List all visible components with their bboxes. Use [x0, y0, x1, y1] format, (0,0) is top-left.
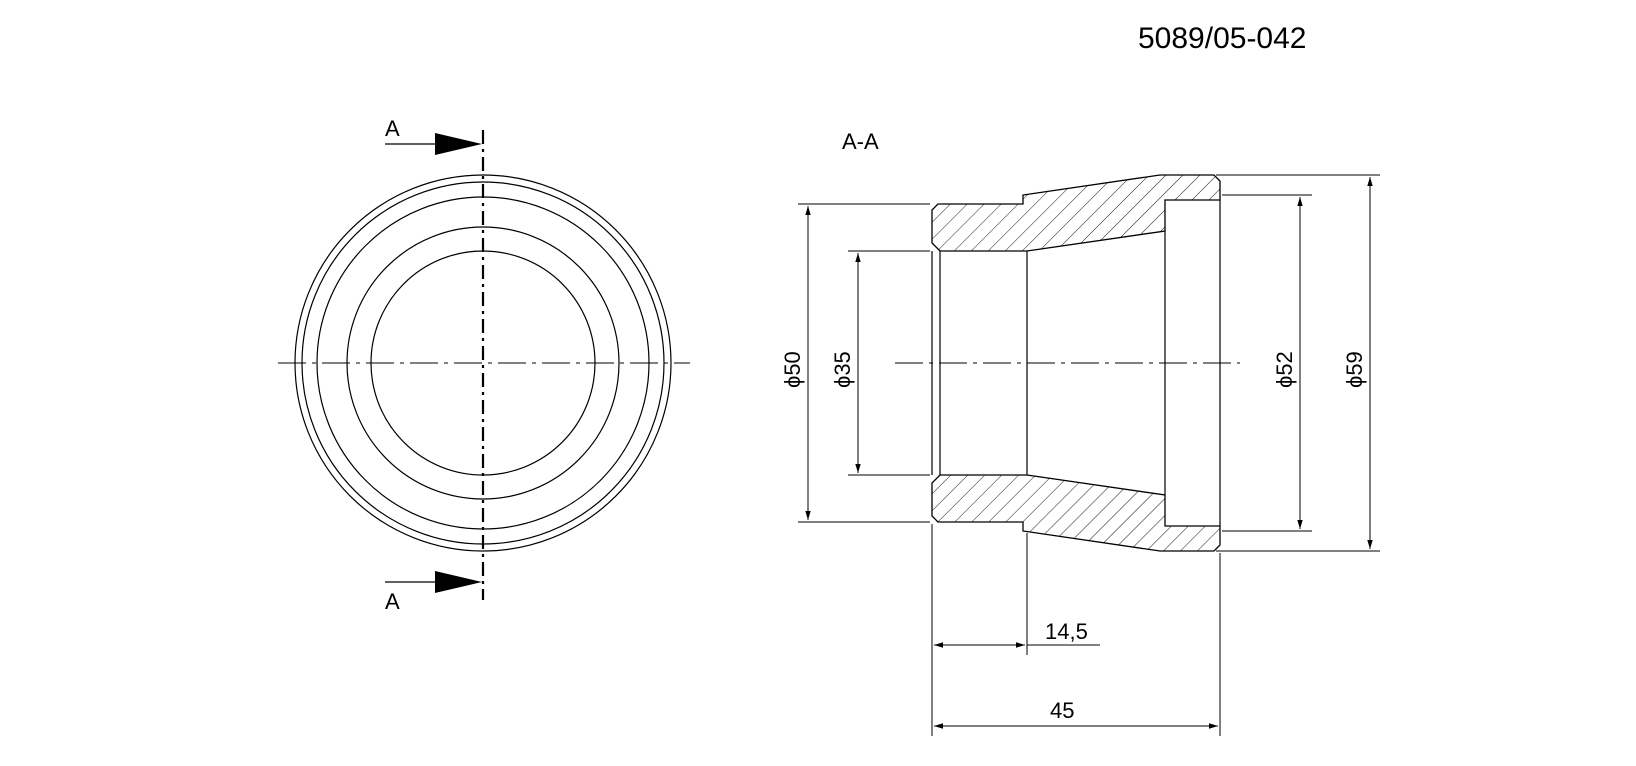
dim-label-d50: ϕ50 — [780, 351, 805, 388]
dim-label-d52: ϕ52 — [1272, 351, 1297, 388]
section-title: A-A — [842, 129, 879, 154]
upper-wall-section — [931, 174, 1221, 252]
section-marker-bottom: A — [385, 589, 400, 614]
section-arrow-top-head — [435, 133, 482, 155]
dim-label-14-5: 14,5 — [1045, 619, 1088, 644]
dim-label-d35: ϕ35 — [830, 351, 855, 388]
drawing-number: 5089/05-042 — [1138, 22, 1307, 55]
front-view: A A — [278, 116, 690, 614]
section-arrow-bottom-head — [435, 571, 482, 593]
lower-wall-section — [931, 474, 1221, 552]
section-marker-top: A — [385, 116, 400, 141]
section-view: A-A ϕ50 ϕ35 ϕ52 ϕ59 — [780, 129, 1380, 736]
dim-label-45: 45 — [1050, 698, 1074, 723]
dim-label-d59: ϕ59 — [1342, 351, 1367, 388]
